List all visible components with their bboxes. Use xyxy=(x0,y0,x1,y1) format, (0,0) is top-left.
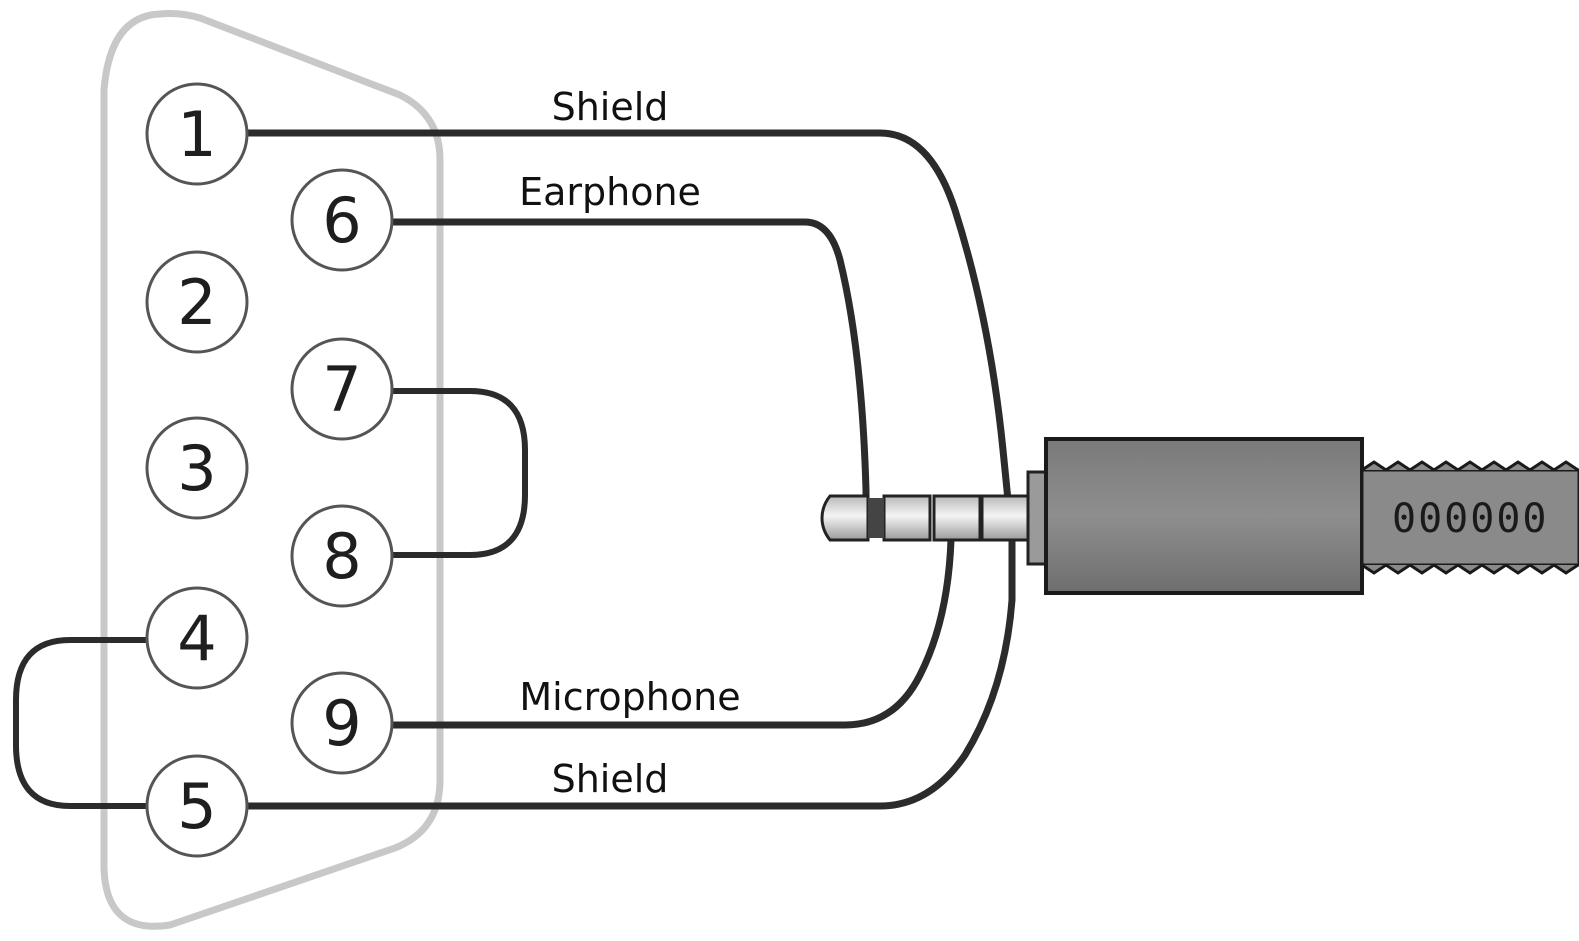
pin-9-label: 9 xyxy=(322,687,361,760)
pin-1: 1 xyxy=(145,82,249,186)
pin-4: 4 xyxy=(145,586,249,690)
pin-5-label: 5 xyxy=(177,770,216,843)
plug-tip xyxy=(820,494,870,542)
pin-7-label: 7 xyxy=(322,353,361,426)
strain-relief-ridges-top xyxy=(1361,460,1579,472)
wire-label-microphone: Microphone xyxy=(519,675,740,719)
pin-2-label: 2 xyxy=(177,266,216,339)
strain-relief-ridges-bottom xyxy=(1361,563,1579,575)
wire-loop-pin4-pin5 xyxy=(13,637,148,809)
plug-sleeve xyxy=(980,494,1030,542)
wire-pin5-shield xyxy=(247,520,1016,810)
pin-1-label: 1 xyxy=(177,98,216,171)
wire-pin1-shield xyxy=(247,129,1016,541)
pin-7: 7 xyxy=(290,337,394,441)
plug-ring-1 xyxy=(882,494,932,542)
trrs-audio-plug: 000000 xyxy=(820,437,1579,595)
pin-3-label: 3 xyxy=(177,432,216,505)
wire-loop-pin7-pin8 xyxy=(393,388,528,558)
pin-8: 8 xyxy=(290,504,394,608)
plug-insulator-1 xyxy=(868,498,884,538)
pin-9: 9 xyxy=(290,671,394,775)
wire-label-shield-bottom: Shield xyxy=(552,757,669,801)
pin-2: 2 xyxy=(145,250,249,354)
wire-label-shield-top: Shield xyxy=(552,85,669,129)
plug-collar xyxy=(1026,470,1048,566)
db9-connector-shell xyxy=(100,10,444,930)
pin-8-label: 8 xyxy=(322,520,361,593)
wire-pin9-microphone xyxy=(393,520,955,729)
wire-pin6-earphone xyxy=(393,218,870,515)
strain-relief-text: 000000 xyxy=(1392,496,1549,542)
wire-label-earphone: Earphone xyxy=(519,170,701,214)
pin-5: 5 xyxy=(145,754,249,858)
plug-body xyxy=(1044,437,1364,595)
pin-4-label: 4 xyxy=(177,602,216,675)
pin-6-label: 6 xyxy=(322,184,361,257)
plug-ring-2 xyxy=(932,494,982,542)
pin-3: 3 xyxy=(145,416,249,520)
pin-6: 6 xyxy=(290,168,394,272)
